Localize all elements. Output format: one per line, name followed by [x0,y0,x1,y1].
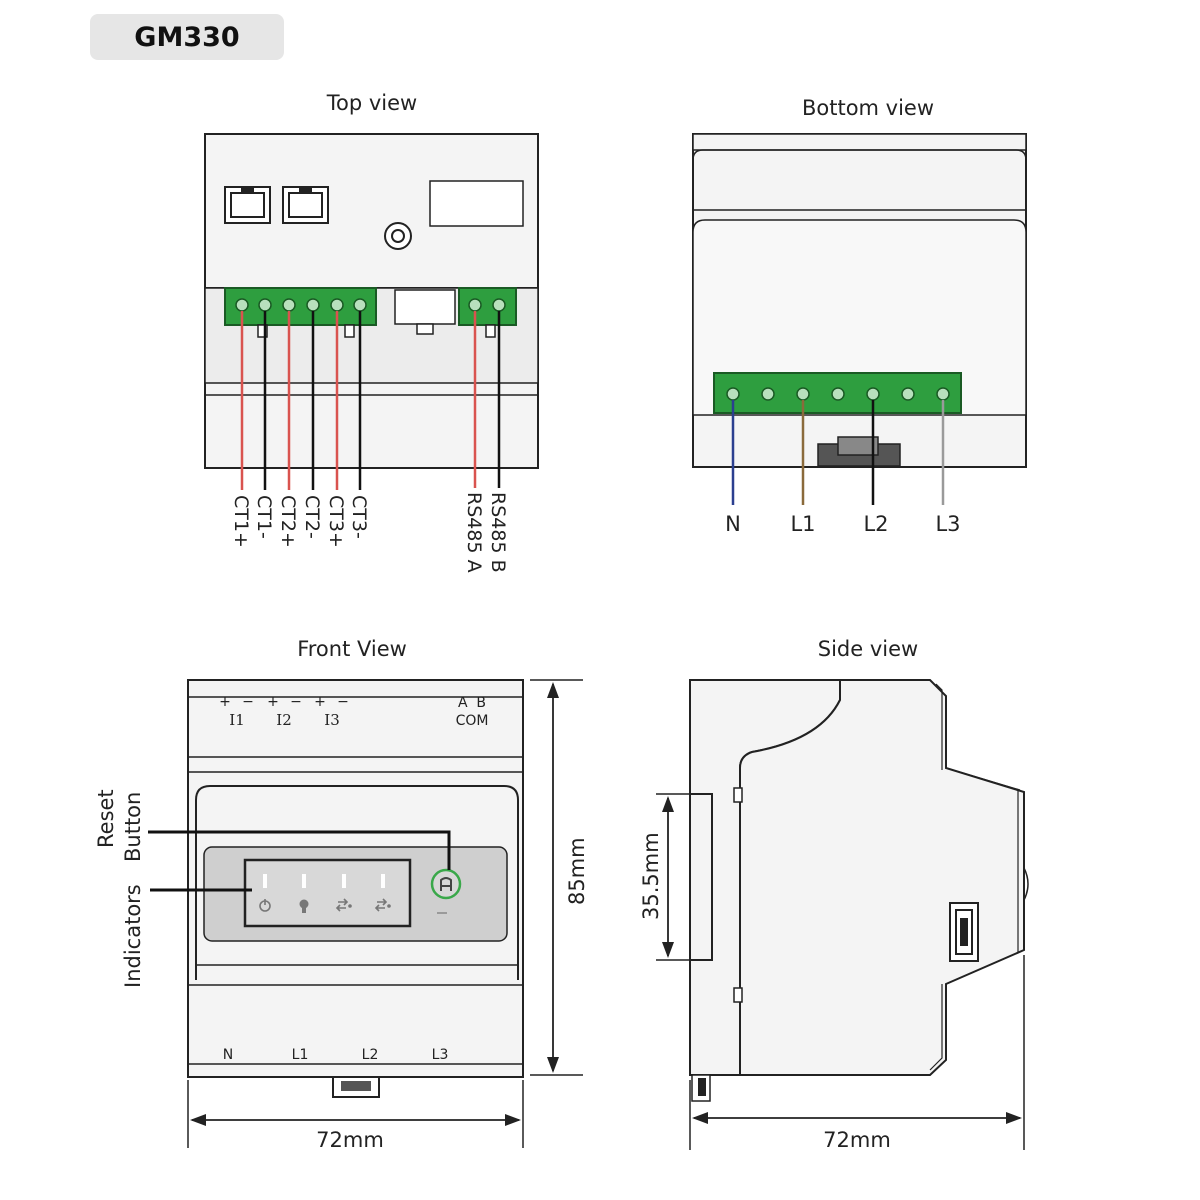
bulb-icon [299,899,309,913]
led-2 [302,874,306,888]
com-label: COM [456,713,489,729]
label-l3: L3 [935,512,960,536]
led-1 [263,874,267,888]
rail-dimension-label: 35.5mm [639,832,663,920]
led-4 [381,874,385,888]
din-clip-bottom [817,436,901,467]
label-ct1-plus: CT1+ [230,495,252,548]
rj45-port-2 [282,186,329,224]
comm-arrow-icon [374,898,391,912]
model-name: GM330 [134,21,240,53]
label-ct2-plus: CT2+ [277,495,299,548]
front-view-title: Front View [297,637,407,661]
polarity-mark-2: − [242,694,254,710]
polarity-mark-6: − [337,694,349,710]
reset-callout-line [148,830,451,870]
front-width-dimension-label: 72mm [316,1128,384,1152]
label-rs485-a: RS485 A [463,492,485,573]
center-clip [394,289,456,325]
polarity-mark-3: + [267,694,279,710]
reset-callout-label-2: Button [121,792,145,862]
height-dimension-label: 85mm [565,837,589,905]
reset-icon [440,877,452,891]
rail-dimension: 35.5mm [639,793,690,961]
label-n: N [725,512,741,536]
model-badge: GM330 [90,14,284,60]
ct-terminal-block [224,287,377,338]
bottom-view: Bottom view N L1 L2 L3 [692,96,1027,536]
indicators-callout-label: Indicators [121,884,145,988]
label-ct1-minus: CT1- [253,495,275,539]
top-view: Top view [204,91,539,573]
label-l2: L2 [863,512,888,536]
reset-button[interactable] [430,868,462,914]
input-label-i2: I2 [276,711,291,729]
usb-port [949,902,979,962]
side-view-title: Side view [818,637,918,661]
power-icon [259,899,271,912]
front-view: Front View [94,637,589,1152]
rj45-port-1 [224,186,271,224]
front-width-dimension: 72mm [187,1080,524,1152]
front-label-l2: L2 [362,1047,379,1063]
side-clip [691,1074,711,1102]
front-label-n: N [223,1047,233,1063]
label-rs485-b: RS485 B [487,492,509,573]
mains-terminal-block [713,372,962,414]
label-ct3-minus: CT3- [348,495,370,539]
led-3 [342,874,346,888]
comm-arrow-icon [335,898,352,912]
polarity-mark-4: − [290,694,302,710]
reset-callout-label-1: Reset [94,789,118,848]
side-view: Side view 35.5mm [639,637,1029,1152]
label-l1: L1 [790,512,815,536]
height-dimension: 85mm [530,679,589,1076]
label-ct2-minus: CT2- [301,495,323,539]
bottom-view-title: Bottom view [802,96,934,120]
indicator-window [243,858,412,928]
label-ct3-plus: CT3+ [325,495,347,548]
rs485-terminal-block [458,287,517,338]
polarity-mark-5: + [314,694,326,710]
input-label-i3: I3 [324,711,339,729]
din-clip-front [332,1076,380,1098]
front-label-l3: L3 [432,1047,449,1063]
din-rail-profile [690,793,713,961]
label-window [429,180,524,227]
side-width-dimension: 72mm [689,955,1025,1152]
top-view-title: Top view [326,91,417,115]
com-pins-label: A B [458,695,486,711]
input-label-i1: I1 [229,711,244,729]
front-label-l1: L1 [292,1047,309,1063]
top-reset-knob [384,222,412,250]
polarity-mark-1: + [219,694,231,710]
side-width-dimension-label: 72mm [823,1128,891,1152]
side-view-body [739,679,1025,1076]
